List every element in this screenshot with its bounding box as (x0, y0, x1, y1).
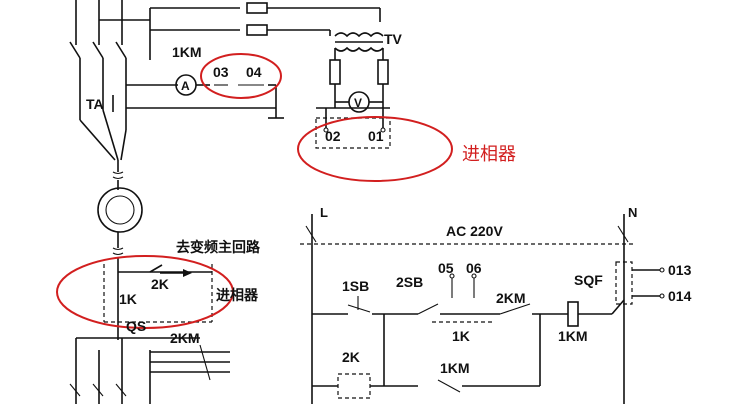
highlight-phase-advancer (56, 255, 234, 329)
label-04: 04 (246, 64, 262, 80)
label-L: L (320, 205, 328, 220)
main-circuit (69, 0, 391, 404)
label-1km-ctrl: 1KM (440, 360, 470, 376)
highlight-02-01 (297, 116, 453, 182)
label-tv: TV (384, 31, 403, 47)
label-ac-220v: AC 220V (446, 223, 503, 239)
label-ta: TA (86, 96, 104, 112)
motor-symbol (97, 187, 143, 233)
label-ammeter: A (181, 79, 190, 93)
label-1km-coil: 1KM (558, 328, 588, 344)
label-qs: QS (126, 318, 146, 334)
label-2k-ctrl: 2K (342, 349, 360, 365)
label-03: 03 (213, 64, 229, 80)
label-01: 01 (368, 128, 384, 144)
annotations (56, 53, 453, 329)
highlight-03-04 (200, 53, 282, 99)
label-phase-advancer-left: 进相器 (216, 287, 259, 304)
label-014: 014 (668, 288, 692, 304)
label-2k-left: 2K (151, 276, 169, 292)
label-phase-advancer-top: 进相器 (462, 144, 516, 165)
label-sqf: SQF (574, 272, 603, 288)
label-1sb: 1SB (342, 278, 369, 294)
label-go-vfd: 去变频主回路 (176, 239, 261, 256)
control-circuit (300, 214, 665, 404)
label-2km-left: 2KM (170, 330, 200, 346)
label-013: 013 (668, 262, 692, 278)
label-1k-ctrl: 1K (452, 328, 470, 344)
label-2sb: 2SB (396, 274, 423, 290)
label-1k-left: 1K (119, 291, 137, 307)
label-05: 05 (438, 260, 454, 276)
label-voltmeter: V (354, 96, 362, 110)
label-06: 06 (466, 260, 482, 276)
label-2km-ctrl: 2KM (496, 290, 526, 306)
label-N: N (628, 205, 637, 220)
label-02: 02 (325, 128, 341, 144)
label-1km-top: 1KM (172, 44, 202, 60)
